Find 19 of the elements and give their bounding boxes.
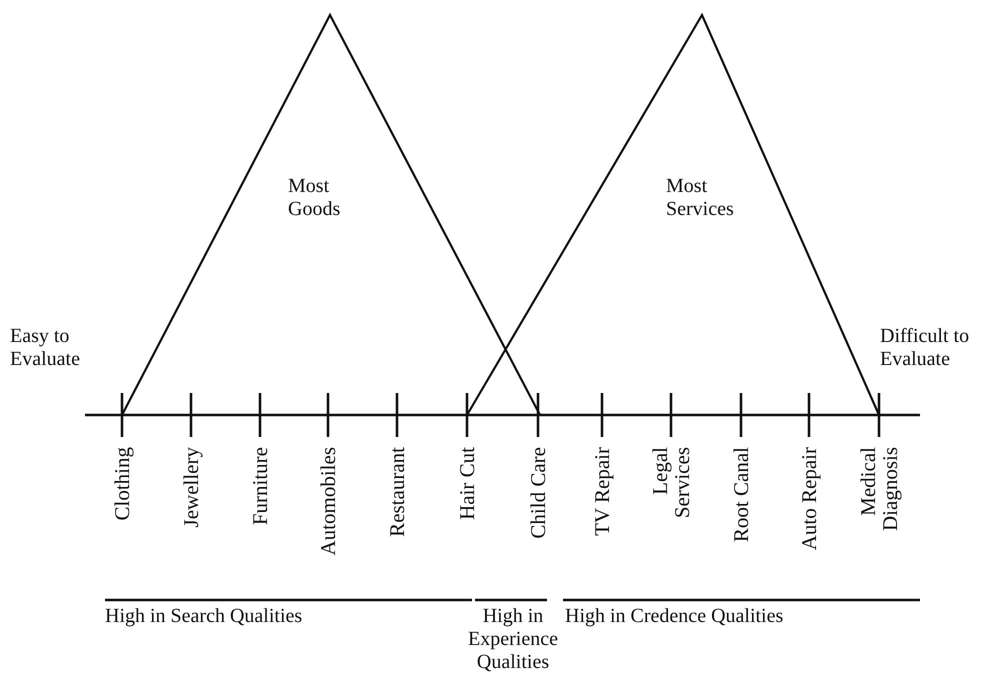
scale-end-label: Easy to Evaluate bbox=[10, 325, 81, 371]
item-label: TV Repair bbox=[591, 447, 613, 538]
item-label: Root Canal bbox=[730, 447, 752, 544]
category-label: High in Search Qualities bbox=[105, 605, 304, 628]
item-label: Auto Repair bbox=[798, 447, 820, 552]
item-label: Clothing bbox=[111, 447, 133, 523]
item-label: Medical Diagnosis bbox=[857, 447, 901, 533]
region-label: Most Services bbox=[666, 175, 735, 221]
category-label: High in Experience Qualities bbox=[467, 605, 559, 674]
item-label: Jewellery bbox=[180, 447, 202, 530]
item-label: Child Care bbox=[527, 447, 549, 541]
item-label: Legal Services bbox=[649, 447, 693, 520]
category-label: High in Credence Qualities bbox=[565, 605, 784, 628]
item-label: Automobiles bbox=[317, 447, 339, 558]
scale-end-label: Difficult to Evaluate bbox=[880, 325, 970, 371]
item-label: Furniture bbox=[249, 447, 271, 528]
region-label: Most Goods bbox=[288, 175, 342, 221]
item-label: Restaurant bbox=[386, 447, 408, 539]
item-label: Hair Cut bbox=[456, 447, 478, 522]
